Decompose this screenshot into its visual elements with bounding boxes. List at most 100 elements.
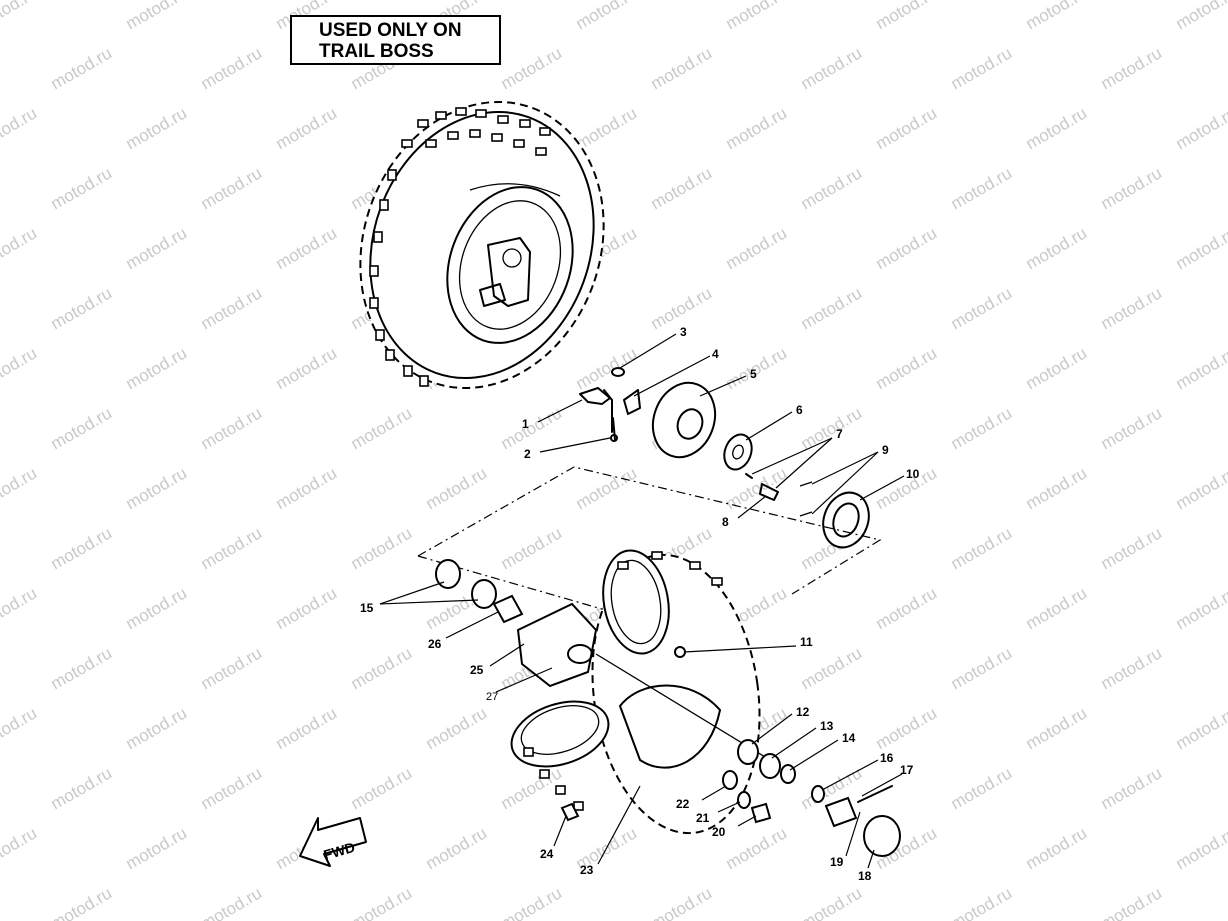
watermark-text: motod.ru [423,703,491,753]
tire-outline [359,100,605,390]
watermark-text: motod.ru [1173,583,1228,633]
watermark-text: motod.ru [948,883,1016,921]
part-15-bearing-a [435,559,461,589]
part-10-lock-ring [822,491,870,549]
watermark-text: motod.ru [1098,163,1166,213]
part-4-clip [623,389,641,415]
watermark-text: motod.ru [198,763,266,813]
watermark-text: motod.ru [723,823,791,873]
watermark-text: motod.ru [1173,463,1228,513]
watermark-text: motod.ru [348,883,416,921]
watermark-text: motod.ru [1023,583,1091,633]
watermark-text: motod.ru [123,463,191,513]
callout-27: 27 [486,691,498,703]
leader-lines [379,333,905,869]
watermark-text: motod.ru [573,343,641,393]
part-18-dust-cap [863,815,901,857]
banner-line-2: TRAIL BOSS [319,41,434,62]
callout-4: 4 [712,347,719,361]
callout-22: 22 [676,797,690,811]
watermark-text: motod.ru [573,103,641,153]
callout-19: 19 [830,855,844,869]
callout-2: 2 [524,447,531,461]
part-19-castle-nut [824,796,858,828]
watermark-text: motod.ru [1023,823,1091,873]
watermark-text: motod.ru [423,823,491,873]
watermark-text: motod.ru [798,163,866,213]
lower-exploded-wheel [435,549,901,857]
watermark-text: motod.ru [273,703,341,753]
callout-6: 6 [796,403,803,417]
watermark-text: motod.ru [573,0,641,33]
callout-21: 21 [696,811,710,825]
watermark-text: motod.ru [1098,523,1166,573]
part-5-drum [651,381,717,459]
watermark-text: motod.ru [123,223,191,273]
watermark-text: motod.ru [948,643,1016,693]
watermark-text: motod.ru [798,403,866,453]
watermark-text: motod.ru [873,223,941,273]
watermark-text: motod.ru [873,343,941,393]
callout-7: 7 [836,427,843,441]
watermark-text: motod.ru [423,463,491,513]
watermark-text: motod.ru [1023,343,1091,393]
watermark-text: motod.ru [873,703,941,753]
watermark-text: motod.ru [1023,0,1091,33]
part-26-spacer [492,594,524,624]
part-15-bearing-b [471,579,497,609]
callout-23: 23 [580,863,594,877]
part-2-bolt [612,417,616,441]
watermark-text: motod.ru [648,883,716,921]
callout-14: 14 [842,731,856,745]
callout-labels: 1 2 3 4 5 6 7 8 9 10 11 12 13 14 15 16 1… [360,325,920,883]
watermark-text: motod.ru [1173,703,1228,753]
forward-direction-arrow: FWD [299,817,367,867]
watermark-text: motod.ru [348,403,416,453]
watermark-text: motod.ru [1173,0,1228,33]
watermark-text: motod.ru [198,163,266,213]
watermark-text: motod.ru [198,643,266,693]
arrow-shape-icon [299,817,367,867]
watermark-text: motod.ru [873,103,941,153]
watermark-text: motod.ru [1023,703,1091,753]
callout-8: 8 [722,515,729,529]
watermark-text: motod.ru [873,0,941,33]
watermark-text: motod.ru [1173,223,1228,273]
callout-16: 16 [880,751,894,765]
watermark-text: motod.ru [48,283,116,333]
watermark-text: motod.ru [1173,343,1228,393]
watermark-text: motod.ru [1173,823,1228,873]
watermark-text: motod.ru [48,883,116,921]
watermark-text: motod.ru [48,523,116,573]
callout-25: 25 [470,663,484,677]
brake-caliper [479,283,506,307]
part-12-bearing [737,739,759,765]
part-2-head [610,434,618,442]
watermark-text: motod.ru [1098,643,1166,693]
part-8-pin [759,483,779,501]
part-9-springs [799,481,813,517]
watermark-text: motod.ru [48,163,116,213]
part-1-bracket [579,387,611,405]
watermark-text: motod.ru [348,763,416,813]
part-13-seal [759,753,781,779]
watermark-text: motod.ru [0,463,40,513]
watermark-text: motod.ru [1098,763,1166,813]
callout-12: 12 [796,705,810,719]
watermark-text: motod.ru [948,163,1016,213]
watermark-text: motod.ru [123,583,191,633]
callout-13: 13 [820,719,834,733]
watermark-text: motod.ru [48,43,116,93]
callout-24: 24 [540,847,554,861]
part-1-arm [603,389,613,433]
watermark-text: motod.ru [198,403,266,453]
watermark-text: motod.ru [948,43,1016,93]
part-3-nut [611,367,625,377]
part-21-lock-washer [737,791,751,809]
hub-assembly [487,237,531,307]
watermark-text: motod.ru [123,703,191,753]
part-6-spacer [723,433,753,471]
callout-9: 9 [882,443,889,457]
